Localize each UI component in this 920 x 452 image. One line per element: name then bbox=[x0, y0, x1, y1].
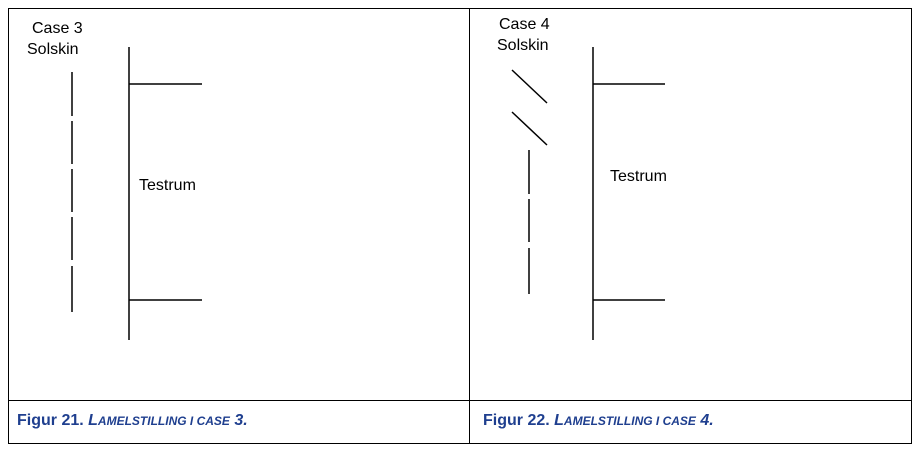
figure-21-caption: Figur 21. LAMELSTILLING I CASE 3. bbox=[17, 412, 248, 430]
caption-divider-horizontal bbox=[8, 400, 912, 401]
testrum-wall-left bbox=[128, 47, 202, 340]
caption-prefix: Figur 22. bbox=[483, 412, 550, 429]
lamella-tilted-1 bbox=[511, 69, 548, 104]
case-3-label: Case 3 bbox=[32, 20, 83, 37]
testrum-wall-right bbox=[592, 47, 665, 340]
solskin-lamellas-mixed bbox=[511, 69, 548, 294]
case-4-label: Case 4 bbox=[499, 16, 550, 33]
figure-frame bbox=[8, 8, 912, 444]
caption-title-smallcaps: AMELSTILLING I CASE bbox=[97, 414, 230, 428]
caption-prefix: Figur 21. bbox=[17, 412, 84, 429]
solskin-label-left: Solskin bbox=[27, 41, 79, 58]
caption-title-smallcaps: AMELSTILLING I CASE bbox=[563, 414, 696, 428]
panel-divider-vertical bbox=[469, 8, 470, 444]
solskin-label-right: Solskin bbox=[497, 37, 549, 54]
caption-title-end: 3. bbox=[234, 412, 248, 429]
caption-title-end: 4. bbox=[700, 412, 714, 429]
testrum-label-right: Testrum bbox=[610, 168, 667, 185]
figure-22-caption: Figur 22. LAMELSTILLING I CASE 4. bbox=[483, 412, 714, 430]
caption-title-initial: L bbox=[88, 412, 98, 429]
testrum-label-left: Testrum bbox=[139, 177, 196, 194]
lamella-tilted-2 bbox=[511, 111, 548, 146]
caption-title-initial: L bbox=[554, 412, 564, 429]
